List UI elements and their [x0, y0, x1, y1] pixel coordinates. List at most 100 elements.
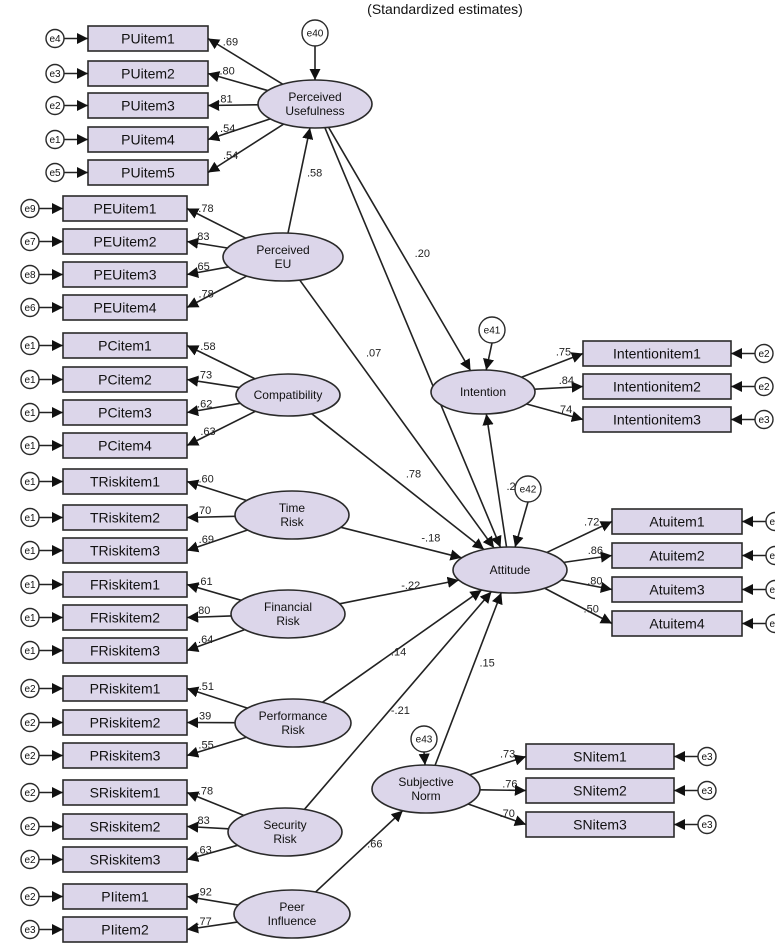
indicator-box	[525, 743, 675, 770]
path-arrow	[482, 413, 508, 548]
error-term-label: e2	[758, 382, 770, 393]
latent-ellipse	[227, 807, 343, 857]
path-arrow	[324, 127, 502, 548]
loading-arrow	[469, 754, 527, 776]
error-term-label: e3	[701, 820, 713, 831]
loading-arrow	[534, 381, 584, 393]
latent-label: Norm	[411, 789, 440, 803]
loading-coefficient: .58	[200, 341, 215, 353]
path-coefficient: .15	[479, 657, 494, 669]
error-term-label: e2	[24, 718, 36, 729]
indicator-label: PCitem3	[98, 405, 152, 421]
loading-coefficient: .73	[500, 749, 515, 761]
loading-arrow	[521, 352, 584, 378]
path-coefficient: .20	[415, 248, 430, 260]
latent-ellipse	[233, 889, 351, 939]
indicator-label: TRiskitem1	[90, 474, 160, 490]
loading-arrow	[186, 237, 228, 249]
loading-coefficient: .78	[198, 289, 213, 301]
structural-path: .15	[434, 592, 503, 766]
latent-label: Risk	[281, 723, 305, 737]
loading-arrow	[207, 118, 271, 142]
diagram-title: (Standardized estimates)	[367, 1, 523, 17]
indicator-label: PUitem4	[121, 132, 175, 148]
path-arrow	[287, 127, 314, 234]
disturbance-circle	[410, 725, 438, 753]
loading-arrow	[186, 275, 248, 309]
path-coefficient: .14	[391, 647, 406, 659]
indicator-label: PUitem5	[121, 165, 175, 181]
error-term-circle	[765, 511, 775, 532]
indicator-box	[87, 25, 209, 52]
loading-arrow	[186, 892, 239, 906]
structural-path: -.21	[303, 591, 492, 810]
path-coefficient: .58	[307, 167, 322, 179]
loading-coefficient: .80	[587, 575, 602, 587]
loading-coefficient: .60	[198, 474, 213, 486]
error-term-circle	[765, 613, 775, 634]
error-term-label: e2	[24, 684, 36, 695]
indicator-box	[525, 777, 675, 804]
loading-arrow	[186, 844, 238, 862]
error-term-circle	[20, 816, 40, 837]
path-arrow	[340, 526, 462, 561]
latent-label: Risk	[273, 832, 297, 846]
indicator-item: Atuitem3e3.80	[561, 575, 775, 603]
disturbance-e43: e43	[410, 725, 438, 766]
error-term-circle	[20, 849, 40, 870]
loading-arrow	[207, 123, 285, 174]
loading-arrow	[186, 266, 229, 279]
structural-path: -.18	[340, 526, 462, 561]
error-term-label: e1	[24, 341, 36, 352]
indicator-box	[62, 846, 188, 873]
loading-coefficient: .74	[557, 404, 572, 416]
loading-coefficient: .70	[500, 808, 515, 820]
latent-label: Attitude	[490, 563, 531, 577]
loading-coefficient: .64	[198, 634, 213, 646]
loading-coefficient: .92	[197, 886, 212, 898]
error-term-label: e7	[24, 237, 36, 248]
loading-coefficient: .83	[194, 231, 209, 243]
path-arrow	[434, 592, 503, 766]
loading-coefficient: .69	[199, 534, 214, 546]
latent-variables-layer: PerceivedUsefulnessPerceivedEUCompatibil…	[222, 79, 568, 939]
loading-arrow	[207, 99, 259, 111]
loading-coefficient: .78	[198, 786, 213, 798]
latent-label: EU	[275, 257, 292, 271]
path-arrow	[299, 279, 495, 549]
latent-label: Time	[279, 501, 306, 515]
loading-arrow	[186, 375, 240, 389]
indicator-label: PIitem1	[101, 889, 149, 905]
error-term-label: e2	[24, 855, 36, 866]
path-coefficient: .78	[406, 469, 421, 481]
loading-arrow	[207, 37, 284, 85]
loading-coefficient: .54	[223, 150, 238, 162]
path-arrow	[303, 591, 492, 810]
indicator-label: FRiskitem3	[90, 643, 160, 659]
indicator-label: SRiskitem3	[90, 852, 161, 868]
loading-coefficient: .54	[220, 123, 235, 135]
error-term-label: e2	[24, 751, 36, 762]
loading-coefficient: .55	[198, 739, 213, 751]
path-arrow	[321, 589, 483, 703]
structural-path: .66	[314, 810, 404, 893]
loading-arrow	[186, 582, 242, 602]
latent-ellipse	[452, 546, 568, 594]
error-term-label: e1	[49, 135, 61, 146]
error-term-circle	[754, 343, 774, 364]
error-term-label: e2	[49, 101, 61, 112]
indicator-box	[87, 60, 209, 87]
structural-path: .14	[324, 127, 502, 548]
